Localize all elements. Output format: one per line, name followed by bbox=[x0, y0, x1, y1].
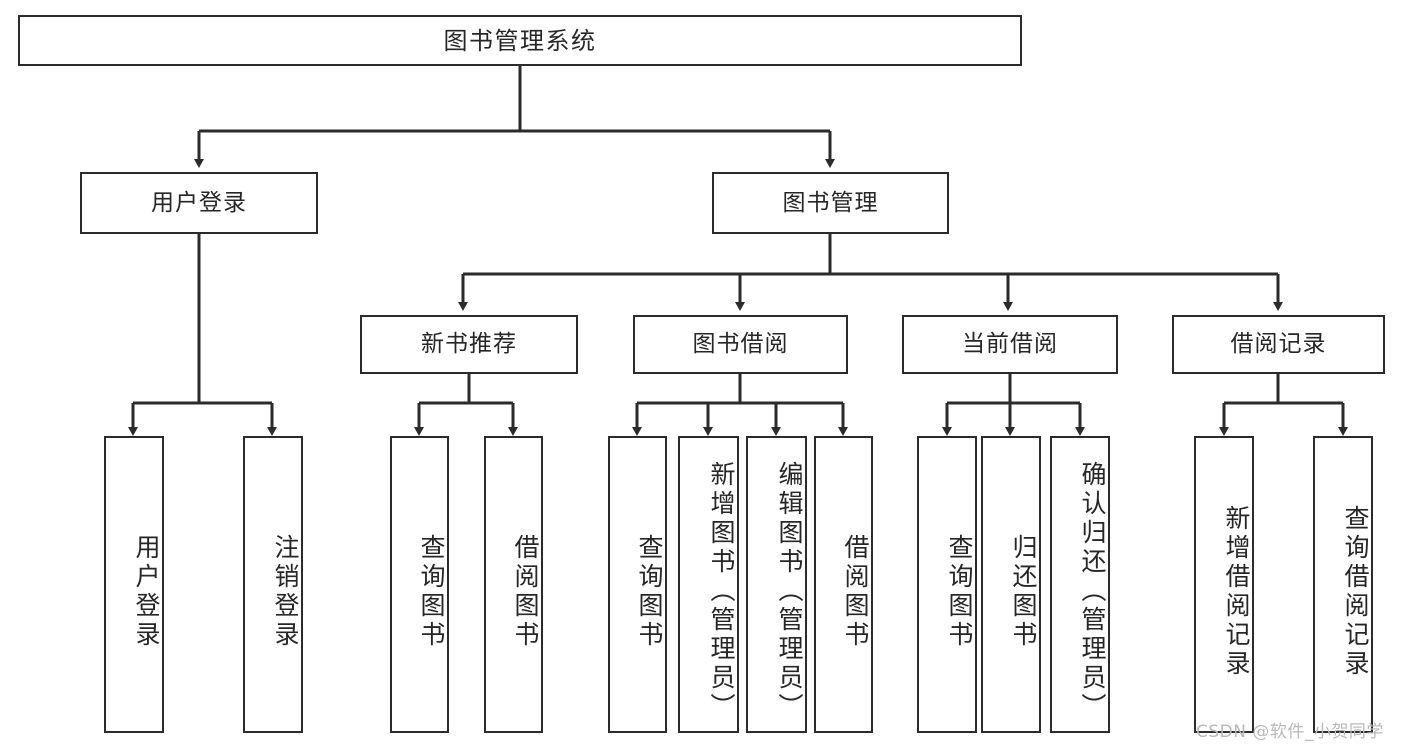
leaf-user-login[interactable]: 用户登录 bbox=[104, 436, 164, 733]
leaf-query-book-current[interactable]: 查询图书 bbox=[917, 436, 977, 733]
node-label: 新书推荐 bbox=[421, 331, 517, 358]
leaf-query-book-borrow[interactable]: 查询图书 bbox=[608, 436, 667, 733]
node-label: 用户登录 bbox=[151, 189, 247, 216]
node-label: 图书管理系统 bbox=[443, 26, 597, 55]
node-label: 查询图书 bbox=[945, 533, 974, 650]
node-label: 查询图书 bbox=[417, 533, 446, 650]
leaf-logout[interactable]: 注销登录 bbox=[243, 436, 303, 733]
node-borrow-record[interactable]: 借阅记录 bbox=[1172, 315, 1385, 374]
node-user-login[interactable]: 用户登录 bbox=[80, 172, 318, 234]
leaf-query-book-recommend[interactable]: 查询图书 bbox=[390, 436, 449, 733]
node-label: 借阅图书 bbox=[841, 533, 870, 650]
node-label: 图书借阅 bbox=[692, 331, 789, 358]
node-label: 用户登录 bbox=[132, 533, 161, 650]
node-label: 新增图书（管理员） bbox=[707, 461, 736, 722]
leaf-return-book[interactable]: 归还图书 bbox=[981, 436, 1041, 733]
node-new-book-recommend[interactable]: 新书推荐 bbox=[360, 315, 578, 374]
leaf-confirm-return-admin[interactable]: 确认归还（管理员） bbox=[1050, 436, 1110, 733]
leaf-borrow-book[interactable]: 借阅图书 bbox=[814, 436, 873, 733]
node-book-management[interactable]: 图书管理 bbox=[712, 172, 949, 234]
node-label: 查询借阅记录 bbox=[1341, 504, 1370, 679]
node-current-borrow[interactable]: 当前借阅 bbox=[902, 315, 1118, 374]
leaf-add-borrow-record[interactable]: 新增借阅记录 bbox=[1194, 436, 1254, 733]
node-label: 查询图书 bbox=[635, 533, 664, 650]
node-label: 确认归还（管理员） bbox=[1078, 461, 1107, 722]
node-label: 当前借阅 bbox=[962, 331, 1058, 358]
node-label: 注销登录 bbox=[271, 533, 300, 650]
node-label: 借阅记录 bbox=[1230, 331, 1327, 358]
leaf-borrow-book-recommend[interactable]: 借阅图书 bbox=[484, 436, 543, 733]
node-label: 借阅图书 bbox=[511, 533, 540, 650]
leaf-query-borrow-record[interactable]: 查询借阅记录 bbox=[1313, 436, 1373, 733]
leaf-add-book-admin[interactable]: 新增图书（管理员） bbox=[678, 436, 739, 733]
node-label: 图书管理 bbox=[782, 189, 879, 216]
node-label: 归还图书 bbox=[1009, 533, 1038, 650]
node-root-book-management-system[interactable]: 图书管理系统 bbox=[18, 15, 1022, 66]
node-label: 编辑图书（管理员） bbox=[775, 461, 804, 722]
node-label: 新增借阅记录 bbox=[1222, 504, 1251, 679]
leaf-edit-book-admin[interactable]: 编辑图书（管理员） bbox=[746, 436, 807, 733]
node-book-borrow[interactable]: 图书借阅 bbox=[633, 315, 848, 374]
